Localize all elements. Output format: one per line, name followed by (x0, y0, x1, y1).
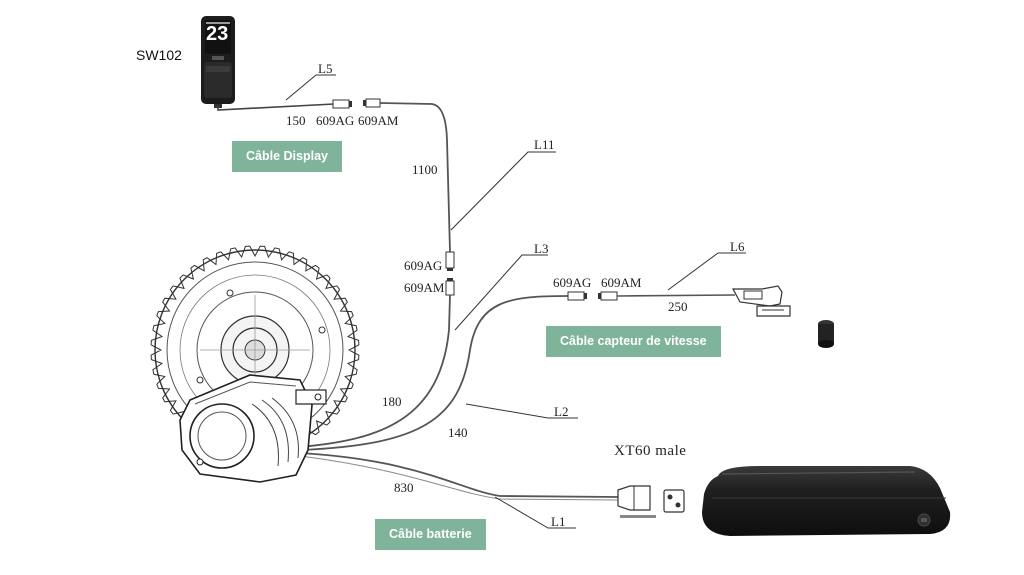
connector-speed-male (598, 291, 618, 301)
battery-connector-label: XT60 male (614, 443, 687, 459)
length-speed-sensor-lead: 250 (668, 299, 688, 314)
callout-l11: L11 (534, 137, 555, 152)
callout-l5: L5 (318, 61, 333, 76)
length-battery-cable: 830 (394, 480, 414, 495)
display-unit (201, 16, 235, 108)
connector-display-female-label: 609AG (316, 113, 355, 128)
spoke-magnet (818, 320, 834, 348)
callout-l3: L3 (534, 241, 549, 256)
connector-main-male (445, 278, 455, 296)
display-screen-value: 23 (206, 23, 229, 45)
connector-main-female (445, 251, 455, 271)
connector-main-male-label: 609AM (404, 280, 445, 295)
connector-speed-male-label: 609AM (601, 275, 642, 290)
length-motor-speed-lead: 140 (448, 425, 468, 440)
callout-l6: L6 (730, 239, 745, 254)
connector-display-male-label: 609AM (358, 113, 399, 128)
leader-lines (285, 74, 746, 529)
callout-l1: L1 (551, 514, 566, 529)
badge-speed-sensor-cable: Câble capteur de vitesse (546, 326, 721, 357)
length-main-cable: 1100 (412, 162, 438, 177)
xt60-connector (617, 485, 685, 518)
motor-unit (179, 374, 327, 483)
length-display-lead: 150 (286, 113, 306, 128)
connector-display-male (363, 98, 381, 108)
length-motor-display-lead: 180 (382, 394, 402, 409)
badge-battery-cable: Câble batterie (375, 519, 486, 550)
badge-display-cable: Câble Display (232, 141, 342, 172)
speed-sensor (731, 285, 791, 317)
connector-display-female (332, 99, 352, 109)
connector-main-female-label: 609AG (404, 258, 443, 273)
chainring (150, 245, 360, 455)
callout-l2: L2 (554, 404, 569, 419)
battery-pack (702, 466, 951, 536)
display-model-label: SW102 (136, 47, 182, 63)
connector-speed-female-label: 609AG (553, 275, 592, 290)
connector-speed-female (567, 291, 587, 301)
